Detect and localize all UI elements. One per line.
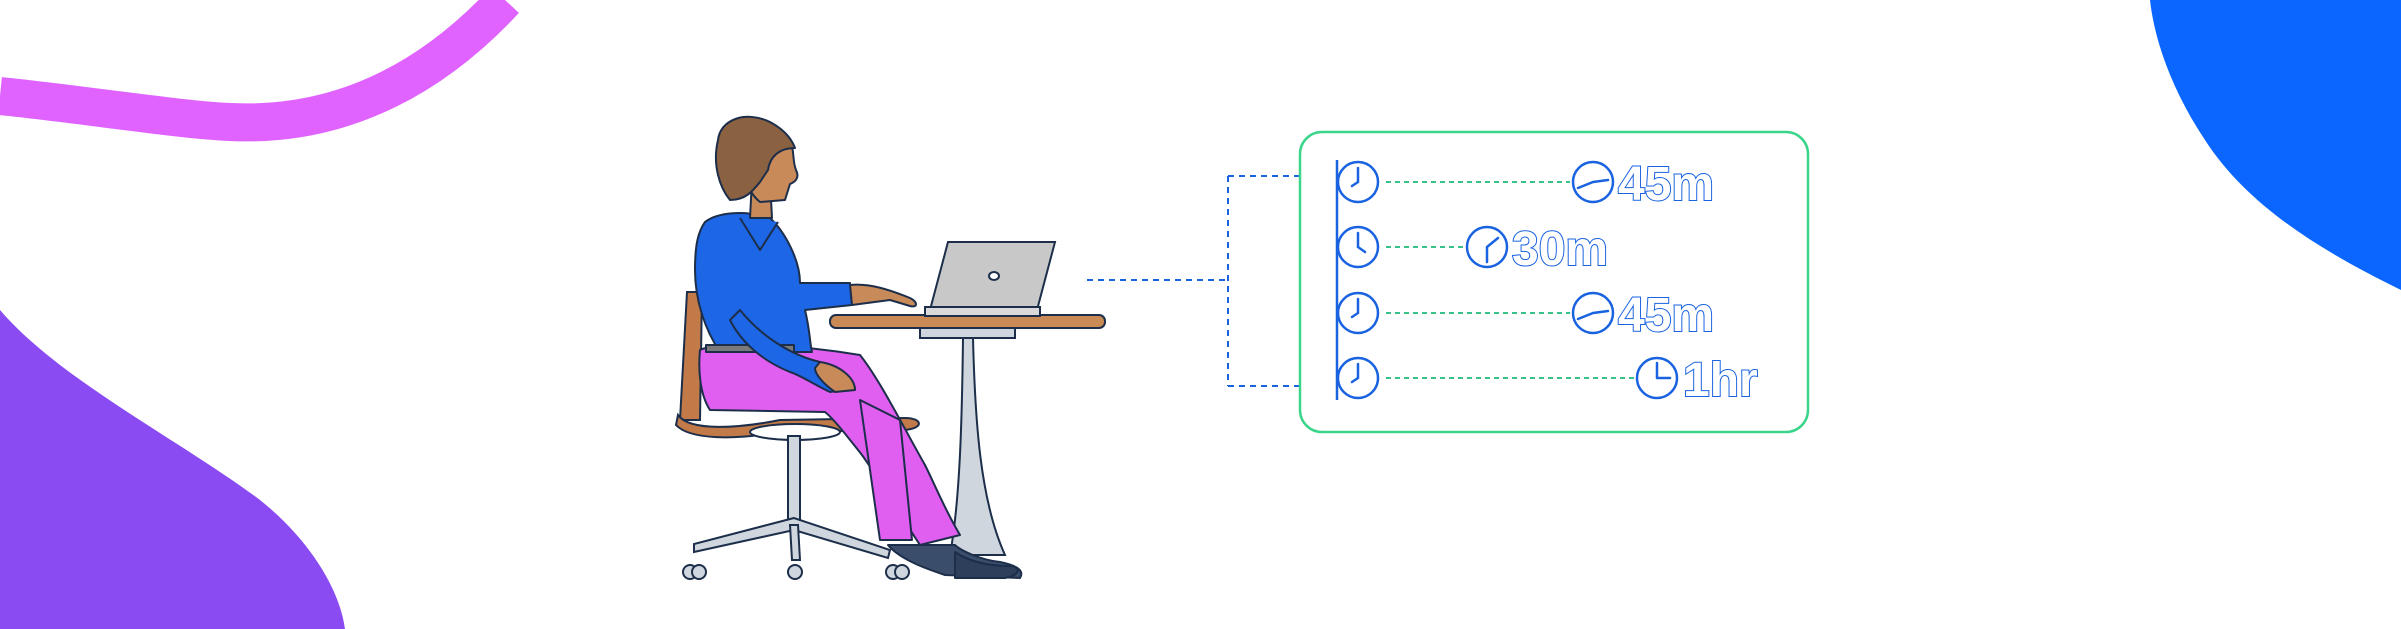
duration-label: 45m — [1618, 289, 1714, 342]
duration-row: 1hr — [1336, 353, 1759, 408]
clock-icon — [1571, 160, 1615, 204]
clock-icon — [1336, 225, 1380, 269]
clock-icon — [1336, 160, 1380, 204]
meeting-durations-panel — [1298, 130, 1810, 434]
purple-blob — [0, 310, 345, 629]
laptop-icon — [924, 241, 1057, 317]
duration-label: 45m — [1618, 158, 1714, 211]
clock-icon — [1571, 291, 1615, 335]
clock-icon — [1465, 225, 1509, 269]
duration-row: 45m — [1336, 157, 1715, 212]
magenta-wave — [0, 0, 519, 142]
clock-icon — [1336, 356, 1380, 400]
blue-blob — [2150, 0, 2401, 290]
duration-row: 45m — [1336, 288, 1715, 343]
desk — [829, 314, 1106, 556]
person-working — [694, 115, 1023, 579]
duration-label: 1hr — [1683, 354, 1758, 407]
connector-bracket — [1087, 175, 1300, 387]
duration-label: 30m — [1512, 223, 1608, 276]
clock-icon — [1336, 291, 1380, 335]
clock-icon — [1635, 356, 1679, 400]
duration-row: 30m — [1336, 222, 1609, 277]
